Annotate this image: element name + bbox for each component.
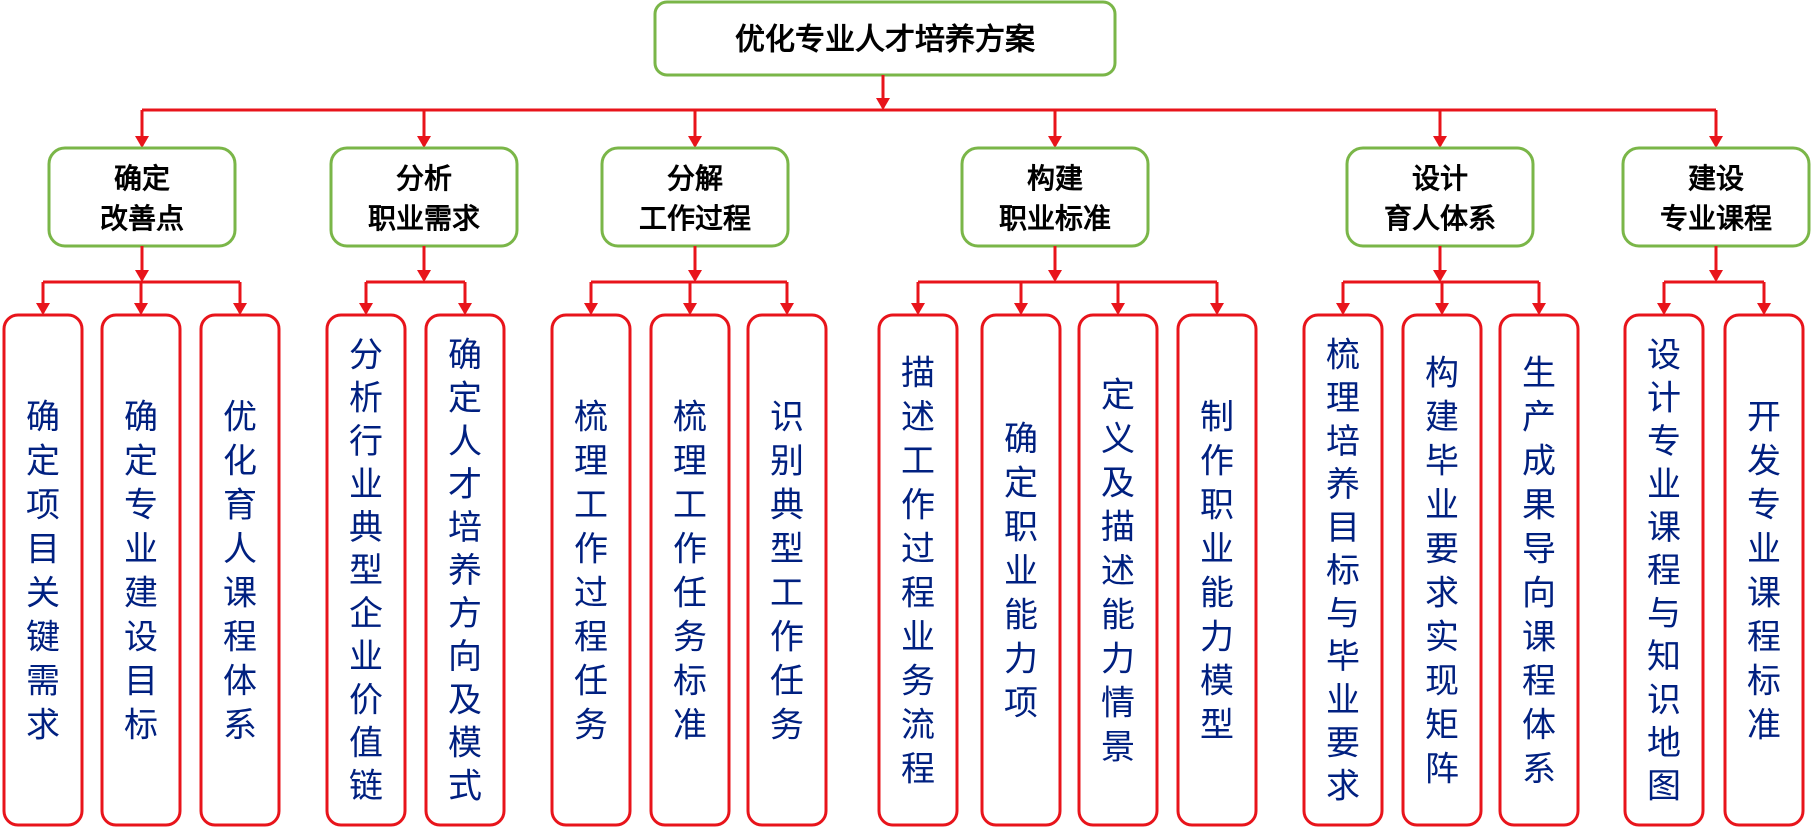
category-label-line1: 设计	[1412, 162, 1468, 195]
leaf-node	[1077, 313, 1159, 827]
leaf-node	[325, 313, 407, 827]
arrowhead	[1435, 303, 1449, 315]
arrowhead	[36, 303, 50, 315]
category-label-line2: 改善点	[100, 202, 184, 235]
arrowhead	[688, 136, 702, 148]
leaf-node	[1302, 313, 1384, 827]
arrowhead	[780, 303, 794, 315]
arrowhead	[1657, 303, 1671, 315]
leaf-node	[1176, 313, 1258, 827]
leaf-node	[980, 313, 1062, 827]
category-label-line2: 职业标准	[999, 202, 1111, 235]
arrowhead	[683, 303, 697, 315]
arrowhead	[417, 270, 431, 282]
arrowhead	[1048, 136, 1062, 148]
leaf-node	[877, 313, 959, 827]
category-label-line1: 分解	[667, 162, 723, 195]
arrowhead	[359, 303, 373, 315]
arrowhead	[134, 303, 148, 315]
leaf-node	[1623, 313, 1705, 827]
category-label-line2: 专业课程	[1660, 202, 1772, 235]
arrowhead	[911, 303, 925, 315]
arrowhead	[135, 270, 149, 282]
leaf-node	[1498, 313, 1580, 827]
arrowhead	[584, 303, 598, 315]
category-label-line1: 构建	[1027, 162, 1083, 195]
arrowhead	[1433, 270, 1447, 282]
root-node-label: 优化专业人才培养方案	[735, 23, 1036, 58]
category-label-line2: 育人体系	[1384, 202, 1496, 235]
leaf-node	[2, 313, 84, 827]
category-label-line2: 职业需求	[368, 202, 480, 235]
arrowhead	[1709, 270, 1723, 282]
category-label-line1: 确定	[114, 162, 170, 195]
category-label-line2: 工作过程	[639, 202, 751, 235]
arrowhead	[876, 98, 890, 110]
arrowhead	[135, 136, 149, 148]
leaf-node	[100, 313, 182, 827]
arrowhead	[233, 303, 247, 315]
leaf-node	[746, 313, 828, 827]
leaf-node	[199, 313, 281, 827]
leaf-label: 分析行业典型企业价值链	[349, 336, 383, 807]
leaf-node	[649, 313, 731, 827]
arrowhead	[417, 136, 431, 148]
arrowhead	[1532, 303, 1546, 315]
arrowhead	[1709, 136, 1723, 148]
leaf-node	[550, 313, 632, 827]
arrowhead	[1210, 303, 1224, 315]
leaf-label: 确定职业能力项	[1004, 419, 1038, 723]
arrowhead	[1336, 303, 1350, 315]
leaf-label: 定义及描述能力情景	[1101, 375, 1135, 767]
arrowhead	[1757, 303, 1771, 315]
category-label-line1: 分析	[396, 162, 452, 195]
category-label-line1: 建设	[1688, 162, 1744, 195]
root-node	[653, 0, 1117, 77]
leaf-label: 梳理培养目标与毕业要求	[1326, 336, 1360, 807]
leaf-label: 设计专业课程与知识地图	[1647, 336, 1681, 807]
leaf-node	[1401, 313, 1483, 827]
arrowhead	[458, 303, 472, 315]
arrowhead	[1014, 303, 1028, 315]
leaf-node	[1723, 313, 1805, 827]
arrowhead	[1433, 136, 1447, 148]
arrowhead	[1111, 303, 1125, 315]
arrowhead	[1048, 270, 1062, 282]
arrowhead	[688, 270, 702, 282]
leaf-label: 确定人才培养方向及模式	[448, 336, 482, 807]
leaf-node	[424, 313, 506, 827]
